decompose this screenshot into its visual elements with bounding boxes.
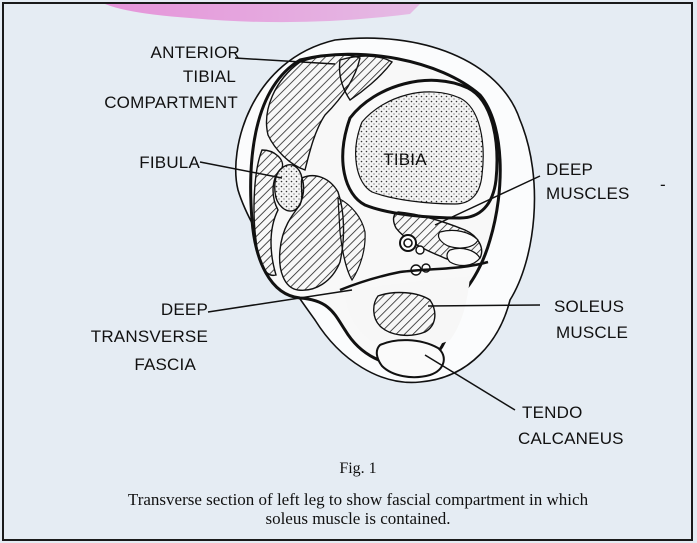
label-deep-fascia-3: FASCIA [134, 355, 196, 374]
label-deep-muscles-1: DEEP [546, 160, 593, 179]
pink-stain [105, 4, 420, 22]
label-soleus-2: MUSCLE [556, 323, 628, 342]
label-deep-fascia-1: DEEP [161, 300, 208, 319]
caption-line-1: Transverse section of left leg to show f… [128, 490, 589, 509]
label-tendo-1: TENDO [522, 403, 583, 422]
label-anterior-2: TIBIAL [183, 67, 236, 86]
label-fibula: FIBULA [139, 153, 200, 172]
label-tibia: TIBIA [383, 150, 427, 169]
label-deep-muscles-2: MUSCLES [546, 184, 630, 203]
stray-dash: - [660, 175, 666, 194]
caption-line-2: soleus muscle is contained. [265, 509, 450, 528]
label-tendo-2: CALCANEUS [518, 429, 624, 448]
leader-soleus [428, 305, 540, 306]
label-anterior-1: ANTERIOR [151, 43, 240, 62]
figure-number: Fig. 1 [339, 460, 376, 477]
label-deep-fascia-2: TRANSVERSE [91, 327, 208, 346]
soleus-muscle-shape [374, 293, 435, 336]
label-soleus-1: SOLEUS [554, 297, 624, 316]
label-anterior-3: COMPARTMENT [104, 93, 238, 112]
